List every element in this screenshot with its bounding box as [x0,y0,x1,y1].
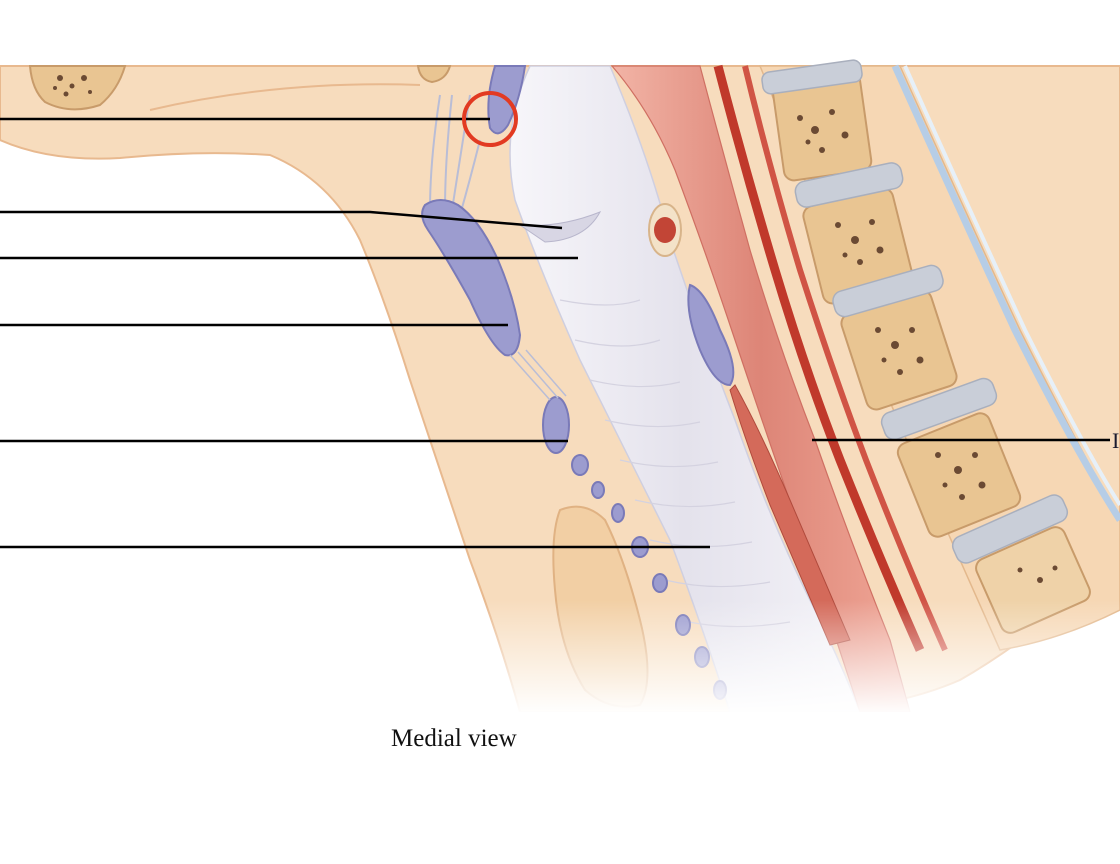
retropharyngeal-lymph-vessel [687,283,735,387]
view-caption: Medial view [391,725,517,752]
leader-lines [0,117,1110,549]
vessel-stripe-outer [713,64,925,652]
mandible-bone [28,65,127,111]
bone-texture-spots [797,109,1058,583]
right-edge-label: I [1112,428,1120,453]
vessel-stripe-inner [742,65,948,652]
leader-line-2 [0,210,563,230]
retropharyngeal-node-core [654,217,676,243]
highlight-circle-icon [462,91,518,147]
mandible-bone-spots [53,75,92,97]
bottom-fade [460,600,1120,715]
intervertebral-discs [761,59,1069,564]
skin-fold-line [149,83,421,111]
hyoid-bone [416,65,452,84]
bottom-whitespace [0,712,1120,864]
lymph-interconnect [509,349,567,401]
